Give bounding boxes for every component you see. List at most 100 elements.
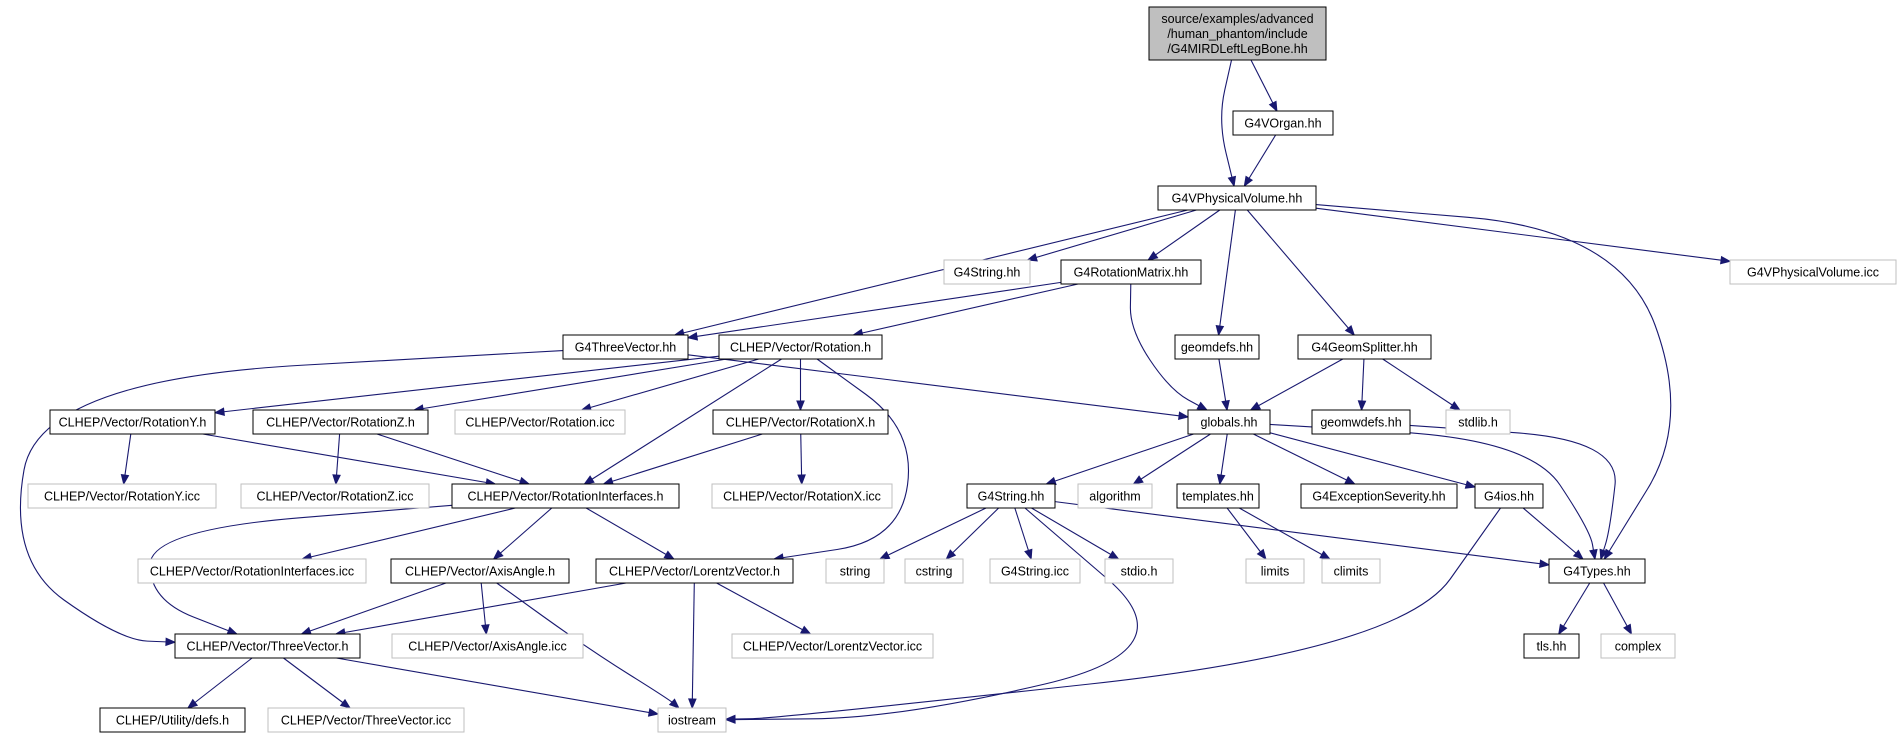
node-rotint_h[interactable]: CLHEP/Vector/RotationInterfaces.h <box>451 483 680 509</box>
node-g4threevec[interactable]: G4ThreeVector.hh <box>562 334 689 360</box>
node-root[interactable]: source/examples/advanced/human_phantom/i… <box>1148 6 1327 61</box>
edge-g4types-to-complex <box>1603 582 1633 636</box>
edge-arrowhead <box>668 698 680 709</box>
edge-line <box>674 209 1188 336</box>
node-g4vpv[interactable]: G4VPhysicalVolume.hh <box>1157 185 1317 211</box>
edge-line <box>687 354 1189 418</box>
node-label: templates.hh <box>1182 490 1254 504</box>
edge-g4threevec-to-threevec_h <box>19 349 564 647</box>
edge-rotation_h-to-rotationX_h <box>796 359 805 412</box>
edge-g4ios-to-g4types <box>1522 507 1584 560</box>
edge-line <box>687 281 1062 339</box>
node-box <box>1600 633 1676 659</box>
edge-lorentz_h-to-threevec_h <box>334 582 627 637</box>
edge-line <box>283 657 351 709</box>
node-rotation_h[interactable]: CLHEP/Vector/Rotation.h <box>718 334 883 360</box>
node-g4excsev[interactable]: G4ExceptionSeverity.hh <box>1300 483 1458 509</box>
node-label: CLHEP/Vector/RotationY.h <box>59 416 207 430</box>
node-g4vorgan[interactable]: G4VOrgan.hh <box>1232 110 1334 136</box>
node-box <box>1523 633 1580 659</box>
node-g4ios[interactable]: G4ios.hh <box>1474 483 1544 509</box>
node-geomsplitter[interactable]: G4GeomSplitter.hh <box>1297 334 1432 360</box>
node-rotationZ_h[interactable]: CLHEP/Vector/RotationZ.h <box>252 409 429 435</box>
node-box <box>391 633 584 659</box>
edge-arrowhead <box>1599 548 1608 561</box>
node-lorentz_h[interactable]: CLHEP/Vector/LorentzVector.h <box>595 558 794 584</box>
edge-line <box>1027 209 1197 261</box>
edge-line <box>1382 358 1461 411</box>
node-rotationY_icc: CLHEP/Vector/RotationY.icc <box>27 483 217 509</box>
node-templates[interactable]: templates.hh <box>1176 483 1260 509</box>
edge-arrowhead <box>1268 100 1278 113</box>
node-label: CLHEP/Vector/RotationZ.icc <box>256 490 413 504</box>
edge-arrowhead <box>1357 400 1367 412</box>
edge-arrowhead <box>663 550 676 560</box>
node-box <box>454 409 626 435</box>
edge-g4string-to-stdio <box>1031 507 1120 560</box>
node-box <box>718 334 883 360</box>
node-label: /human_phantom/include <box>1167 27 1307 41</box>
node-box <box>267 707 465 733</box>
edge-rotationX_h-to-rotint_h <box>602 433 763 486</box>
node-defs_h[interactable]: CLHEP/Utility/defs.h <box>99 707 246 733</box>
edge-line <box>149 504 453 635</box>
edge-line <box>1218 209 1236 336</box>
node-label: limits <box>1261 565 1289 579</box>
node-label: globals.hh <box>1201 416 1258 430</box>
edge-axisangle_h-to-threevec_h <box>300 582 447 635</box>
edge-arrowhead <box>878 550 891 560</box>
edge-arrowhead <box>688 698 697 710</box>
edge-g4string-to-cstring <box>945 507 1000 560</box>
edge-line <box>1246 209 1355 336</box>
node-box <box>989 558 1081 584</box>
node-g4string[interactable]: G4String.hh <box>966 483 1056 509</box>
node-label: geomwdefs.hh <box>1320 416 1401 430</box>
node-label: CLHEP/Vector/AxisAngle.h <box>405 565 555 579</box>
node-label: G4String.hh <box>954 266 1021 280</box>
edge-threevec_h-to-threevec_icc <box>283 657 352 709</box>
node-box <box>1548 558 1646 584</box>
edge-line <box>1250 59 1278 112</box>
node-label: G4VPhysicalVolume.icc <box>1747 266 1879 280</box>
edge-geomsplitter-to-globals <box>1249 358 1344 411</box>
node-rotation_icc: CLHEP/Vector/Rotation.icc <box>454 409 626 435</box>
node-geomwdefs[interactable]: geomwdefs.hh <box>1311 409 1411 435</box>
edge-line <box>581 358 759 411</box>
node-tls[interactable]: tls.hh <box>1523 633 1580 659</box>
node-label: CLHEP/Vector/RotationInterfaces.h <box>468 490 664 504</box>
node-g4types[interactable]: G4Types.hh <box>1548 558 1646 584</box>
node-threevec_h[interactable]: CLHEP/Vector/ThreeVector.h <box>174 633 361 659</box>
edge-arrowhead <box>120 473 130 486</box>
node-label: G4String.icc <box>1001 565 1069 579</box>
edge-g4types-to-tls <box>1558 582 1591 636</box>
graph-nodes: source/examples/advanced/human_phantom/i… <box>27 6 1897 733</box>
node-geomdefs[interactable]: geomdefs.hh <box>1174 334 1260 360</box>
edge-line <box>1250 358 1344 411</box>
edge-line <box>773 358 909 560</box>
edge-arrowhead <box>1243 175 1254 188</box>
node-label: CLHEP/Vector/Rotation.icc <box>465 416 614 430</box>
node-globals[interactable]: globals.hh <box>1187 409 1271 435</box>
edge-arrowhead <box>339 698 352 709</box>
edge-arrowhead <box>1024 548 1033 561</box>
edge-line <box>202 433 496 485</box>
edge-rotationX_h-to-rotationX_icc <box>797 433 806 486</box>
node-box <box>1104 558 1174 584</box>
node-label: CLHEP/Vector/RotationInterfaces.icc <box>150 565 354 579</box>
node-axisangle_h[interactable]: CLHEP/Vector/AxisAngle.h <box>390 558 570 584</box>
edge-g4rotmat-to-rotation_h <box>852 283 1079 338</box>
node-g4rotmat[interactable]: G4RotationMatrix.hh <box>1060 259 1202 285</box>
edge-globals-to-algorithm <box>1132 433 1211 485</box>
node-label: stdlib.h <box>1458 416 1498 430</box>
edge-rotint_h-to-rotint_icc <box>300 507 516 562</box>
edge-arrowhead <box>492 549 504 560</box>
node-box <box>49 409 216 435</box>
node-box <box>657 707 727 733</box>
node-rotationX_h[interactable]: CLHEP/Vector/RotationX.h <box>712 409 889 435</box>
node-threevec_icc: CLHEP/Vector/ThreeVector.icc <box>267 707 465 733</box>
edge-line <box>302 507 516 560</box>
node-label: complex <box>1615 640 1662 654</box>
node-label: G4GeomSplitter.hh <box>1311 341 1417 355</box>
node-rotationY_h[interactable]: CLHEP/Vector/RotationY.h <box>49 409 216 435</box>
edge-g4vorgan-to-g4vpv <box>1243 134 1277 188</box>
